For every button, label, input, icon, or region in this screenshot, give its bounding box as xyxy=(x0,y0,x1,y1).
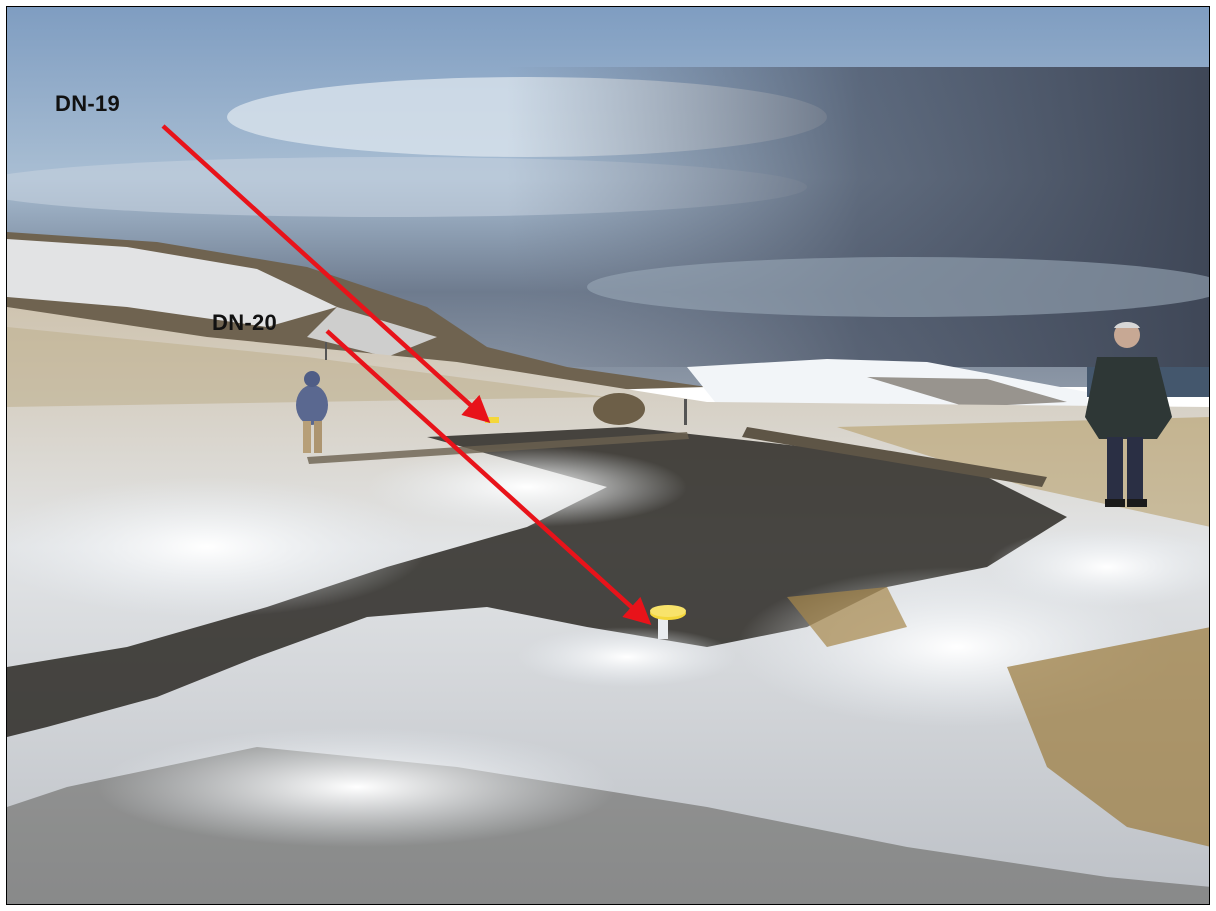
distant-person xyxy=(296,371,328,453)
grass xyxy=(7,327,607,407)
snow-patch xyxy=(517,627,737,687)
label-dn19: DN-19 xyxy=(55,91,121,116)
boulder xyxy=(593,393,645,425)
dry-grass xyxy=(1007,627,1209,847)
dark-soil-strip xyxy=(7,427,1067,737)
arrow-dn20 xyxy=(325,329,652,626)
wooden-board xyxy=(742,427,1047,487)
storm-cloud xyxy=(507,67,1209,367)
snow-patch xyxy=(367,447,687,527)
marker-dn19 xyxy=(485,417,499,423)
wooden-board xyxy=(307,432,689,464)
standing-man xyxy=(1085,321,1172,507)
snow-patch xyxy=(987,527,1209,607)
cloud xyxy=(587,257,1209,317)
label-dn20: DN-20 xyxy=(212,310,278,335)
snow-patch xyxy=(7,477,427,617)
marker-dn20 xyxy=(650,605,686,639)
fence-post xyxy=(325,342,327,360)
dry-grass xyxy=(787,587,907,647)
photo-frame: DN-19 DN-20 xyxy=(6,6,1210,905)
snow-on-hill xyxy=(7,239,337,327)
arrow-dn19 xyxy=(161,124,491,424)
rock-outcrop xyxy=(867,377,1067,407)
landscape-photo xyxy=(7,7,1209,904)
snow-patch xyxy=(97,727,617,847)
fence-post xyxy=(684,399,687,425)
